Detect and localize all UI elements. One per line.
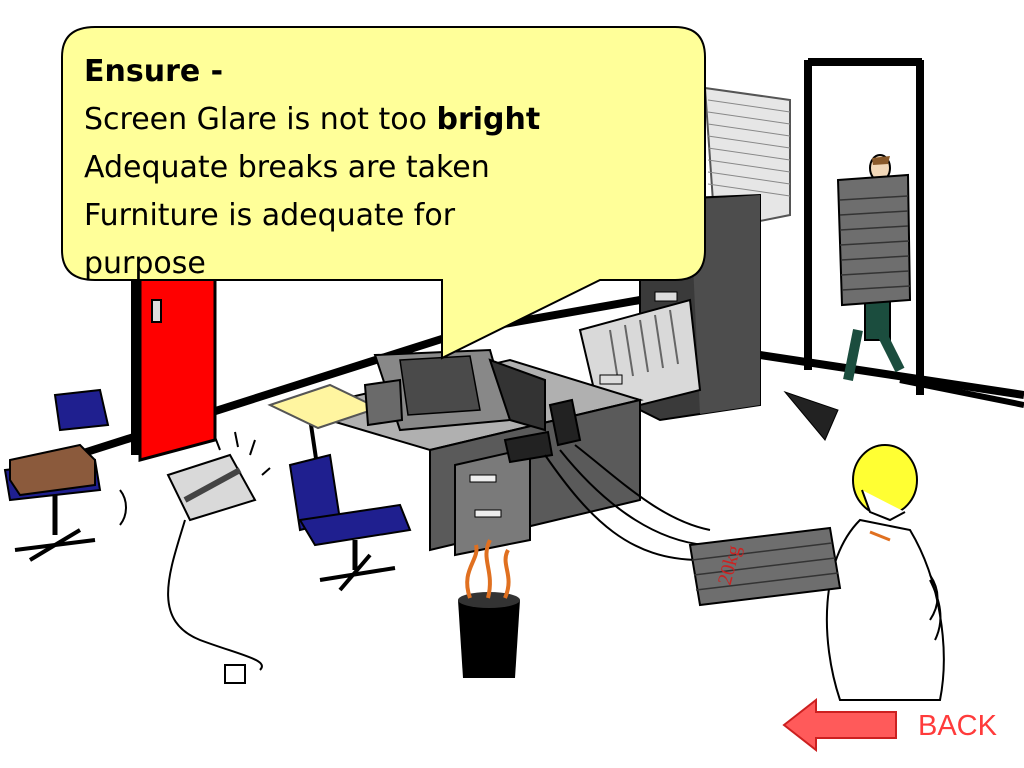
- office-chair-front: [288, 453, 412, 592]
- electric-heater: [166, 431, 271, 684]
- callout-text: Ensure - Screen Glare is not too bright …: [84, 48, 684, 288]
- callout-line-purpose: purpose: [84, 246, 206, 281]
- office-chair-left: [3, 388, 110, 562]
- person-carrying-boxes: [836, 154, 912, 381]
- callout-heading: Ensure -: [84, 54, 224, 89]
- speech-callout: [61, 26, 706, 360]
- callout-line-breaks: Adequate breaks are taken: [84, 150, 490, 185]
- callout-line1-prefix: Screen Glare is not too: [84, 102, 437, 137]
- floor-arrow: [783, 390, 839, 441]
- callout-line1-emphasis: bright: [436, 102, 541, 137]
- woman-lifting-box: [825, 444, 945, 701]
- callout-line-screen-glare: Screen Glare is not too bright: [84, 96, 684, 144]
- heavy-box: 20kg: [688, 526, 842, 607]
- computer-monitor: [363, 348, 546, 432]
- back-label: BACK: [918, 710, 997, 742]
- back-button[interactable]: BACK: [782, 698, 1018, 752]
- motion-marks: [119, 489, 939, 621]
- left-arrow-icon: [782, 698, 897, 752]
- paper-stack: [703, 86, 791, 232]
- trailing-cables: [544, 444, 711, 561]
- callout-line-furniture: Furniture is adequate for: [84, 198, 456, 233]
- burning-waste-bin: [458, 539, 520, 678]
- desk-devices: [503, 398, 582, 464]
